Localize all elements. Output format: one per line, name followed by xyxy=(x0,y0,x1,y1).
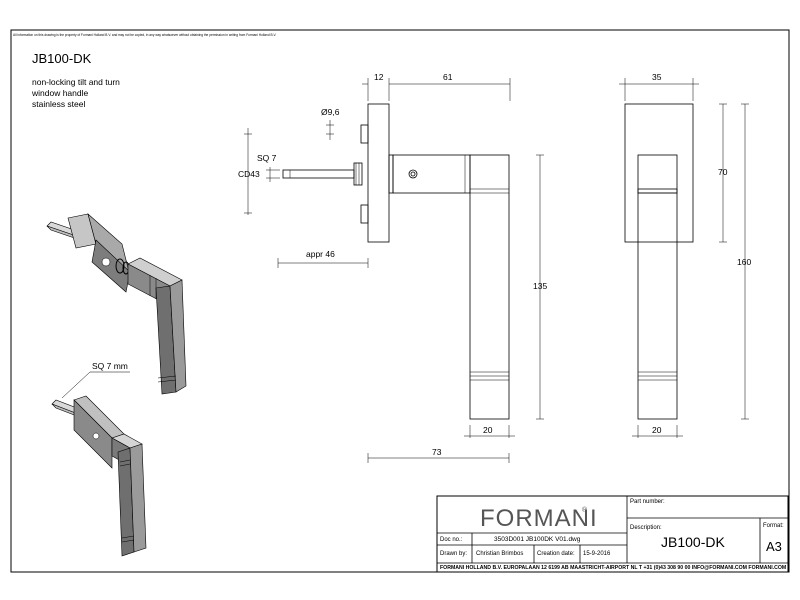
dim-rose-width: 35 xyxy=(652,72,662,82)
side-view: 12 61 Ø9,6 SQ 7 CD43 appr 46 135 20 xyxy=(238,72,547,463)
product-description-line-3: stainless steel xyxy=(32,99,85,109)
doc-no-value: 3503D001 JB100DK V01.dwg xyxy=(494,536,581,543)
side-rose-boss xyxy=(388,154,394,194)
dim-handle-length: 135 xyxy=(533,281,547,291)
dim-total-height: 160 xyxy=(737,257,751,267)
isometric-exploded-view xyxy=(46,213,187,395)
front-hub xyxy=(637,154,678,194)
creation-date-value: 15-9-2016 xyxy=(583,551,611,557)
iso-exploded-o-ring xyxy=(115,258,125,274)
side-rose-screw-bottom xyxy=(360,204,369,224)
description-label: Description: xyxy=(630,525,662,531)
brand-registered-mark: ® xyxy=(582,506,588,514)
dim-spindle-square: SQ 7 xyxy=(257,153,277,163)
brand-logo: FORMANI xyxy=(480,505,598,532)
drawn-by-value: Christian Brimbos xyxy=(476,551,523,557)
front-rose-plate xyxy=(624,103,694,243)
side-rose-plate xyxy=(367,103,390,243)
part-number-label: Part number: xyxy=(630,499,665,505)
side-spindle xyxy=(282,169,355,179)
dim-spindle-length: appr 46 xyxy=(306,249,335,259)
iso-spindle-label: SQ 7 mm xyxy=(92,361,128,371)
description-value: JB100-DK xyxy=(661,534,725,550)
dim-rose-height: 70 xyxy=(718,167,728,177)
side-rose-screw-top xyxy=(360,124,369,144)
dim-center-distance: CD43 xyxy=(238,169,260,179)
product-description-line-2: window handle xyxy=(31,88,89,98)
company-address: FORMANI HOLLAND B.V. EUROPALAAN 12 6199 … xyxy=(440,565,786,571)
side-hub xyxy=(392,154,471,194)
side-lever xyxy=(469,154,510,420)
side-spindle-collar xyxy=(353,162,363,186)
front-view: 35 70 160 20 xyxy=(619,72,751,438)
front-lever xyxy=(637,188,678,420)
product-description-line-1: non-locking tilt and turn xyxy=(32,77,120,87)
dim-rose-thickness: 12 xyxy=(374,72,384,82)
copyright-notice: All information on this drawing is the p… xyxy=(13,33,277,37)
dim-lever-width-front: 20 xyxy=(652,425,662,435)
side-set-screw xyxy=(408,169,418,179)
format-value: A3 xyxy=(766,539,782,554)
creation-date-label: Creation date: xyxy=(537,551,575,557)
doc-no-label: Doc no.: xyxy=(440,537,463,543)
dim-spindle-depth: 61 xyxy=(443,72,453,82)
title-block: FORMANI ® Part number: Description: JB10… xyxy=(436,495,789,573)
product-code-title: JB100-DK xyxy=(32,51,92,66)
dim-screw-diameter: Ø9,6 xyxy=(321,107,340,117)
dim-total-depth: 73 xyxy=(432,447,442,457)
isometric-assembled-view: SQ 7 mm xyxy=(51,361,147,557)
drawn-by-label: Drawn by: xyxy=(440,551,467,557)
format-label: Format: xyxy=(763,523,784,529)
drawing-frame xyxy=(10,29,790,573)
dim-lever-width-side: 20 xyxy=(483,425,493,435)
